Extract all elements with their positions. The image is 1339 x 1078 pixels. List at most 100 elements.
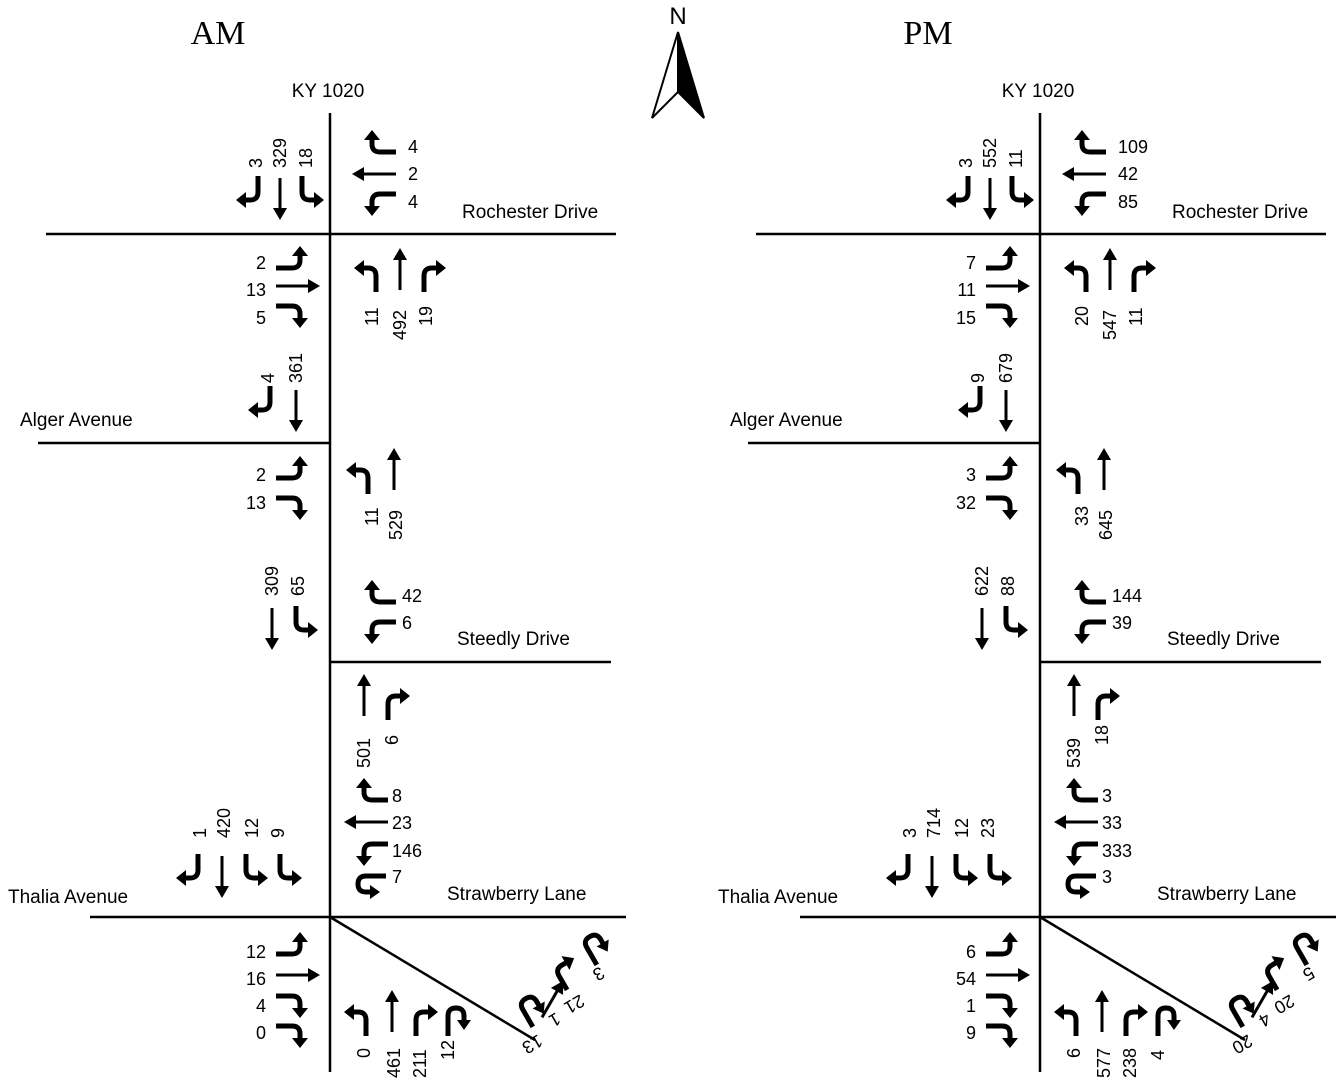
alger-sb-thru-arrow-icon bbox=[997, 388, 1015, 434]
thalia-eb-thru-arrow-icon bbox=[274, 966, 322, 984]
volume-thalia-nb-left: 6 bbox=[1064, 1048, 1084, 1058]
road-diagonal bbox=[1039, 915, 1246, 1042]
alger-nb-thru-arrow-icon bbox=[1095, 446, 1113, 492]
volume-steedly-sb-left: 65 bbox=[288, 576, 308, 596]
street-label-rochester: Rochester Drive bbox=[1172, 202, 1308, 223]
nb-right-arrow-icon bbox=[424, 260, 446, 292]
volume-thalia-eb-uturn: 9 bbox=[966, 1023, 976, 1043]
street-label-alger: Alger Avenue bbox=[730, 410, 843, 431]
volume-diag-a: 20 bbox=[1229, 1031, 1256, 1058]
volume-thalia-nb-thru: 577 bbox=[1094, 1048, 1114, 1078]
sb-thru-arrow-icon bbox=[981, 176, 999, 222]
street-label-ky1020: KY 1020 bbox=[1002, 81, 1075, 102]
sb-left-arrow-icon bbox=[1012, 176, 1034, 208]
diag-right-arrow-icon bbox=[1261, 951, 1296, 990]
steedly-sb-left-arrow-icon bbox=[296, 606, 318, 638]
volume-thalia-sb-uturn: 23 bbox=[978, 818, 998, 838]
alger-eb-left-arrow-icon bbox=[986, 456, 1018, 478]
thalia-nb-uturn-arrow-icon bbox=[1158, 1008, 1181, 1036]
volume-diag-b: 1 bbox=[545, 1009, 564, 1031]
volume-thalia-sb-right: 3 bbox=[900, 828, 920, 838]
volume-thalia-nb-thru: 461 bbox=[384, 1048, 404, 1078]
street-label-ky1020: KY 1020 bbox=[292, 81, 365, 102]
volume-thalia-wb-left: 146 bbox=[392, 841, 422, 861]
volume-sb-left: 18 bbox=[296, 148, 316, 168]
steedly-sb-thru-arrow-icon bbox=[973, 606, 991, 652]
north-label: N bbox=[669, 3, 686, 30]
volume-steedly-sb-thru: 622 bbox=[972, 566, 992, 596]
street-label-strawberry: Strawberry Lane bbox=[447, 884, 586, 905]
wb-left-arrow-icon bbox=[364, 194, 396, 216]
thalia-wb-left-arrow-icon bbox=[1066, 844, 1098, 866]
volume-thalia-nb-uturn: 4 bbox=[1148, 1050, 1168, 1060]
volume-thalia-eb-uturn: 0 bbox=[256, 1023, 266, 1043]
nb-right-arrow-icon bbox=[1134, 260, 1156, 292]
thalia-sb-left-arrow-icon bbox=[956, 854, 978, 886]
volume-steedly-wb-left: 39 bbox=[1112, 613, 1132, 633]
thalia-nb-left-arrow-icon bbox=[344, 1004, 366, 1036]
volume-wb-right: 4 bbox=[408, 137, 418, 157]
volume-sb-right: 3 bbox=[246, 158, 266, 168]
period-label: AM bbox=[191, 15, 246, 52]
thalia-nb-uturn-arrow-icon bbox=[448, 1008, 471, 1036]
volume-steedly-wb-right: 144 bbox=[1112, 586, 1142, 606]
sb-thru-arrow-icon bbox=[271, 176, 289, 222]
thalia-wb-uturn-arrow-icon bbox=[1068, 876, 1096, 899]
volume-thalia-nb-right: 211 bbox=[410, 1049, 430, 1078]
volume-sb-thru: 552 bbox=[980, 138, 1000, 168]
street-label-rochester: Rochester Drive bbox=[462, 202, 598, 223]
eb-thru-arrow-icon bbox=[984, 277, 1032, 295]
volume-thalia-wb-uturn: 7 bbox=[392, 867, 402, 887]
steedly-wb-left-arrow-icon bbox=[364, 622, 396, 644]
alger-sb-thru-arrow-icon bbox=[287, 388, 305, 434]
thalia-sb-thru-arrow-icon bbox=[923, 854, 941, 900]
volume-diag-c: 20 bbox=[1271, 991, 1298, 1018]
thalia-wb-left-arrow-icon bbox=[356, 844, 388, 866]
nb-left-arrow-icon bbox=[354, 260, 376, 292]
volume-upstream-nb-thru: 501 bbox=[354, 738, 374, 768]
thalia-wb-thru-arrow-icon bbox=[1052, 813, 1100, 831]
volume-thalia-eb-thru: 16 bbox=[246, 969, 266, 989]
nb-left-arrow-icon bbox=[1064, 260, 1086, 292]
volume-steedly-wb-left: 6 bbox=[402, 613, 412, 633]
wb-right-arrow-icon bbox=[364, 130, 396, 152]
wb-left-arrow-icon bbox=[1074, 194, 1106, 216]
volume-upstream-nb-right: 18 bbox=[1092, 725, 1112, 745]
volume-thalia-wb-right: 3 bbox=[1102, 786, 1112, 806]
thalia-sb-uturn-arrow-icon bbox=[280, 854, 302, 886]
volume-thalia-eb-left: 12 bbox=[246, 942, 266, 962]
volume-eb-right: 5 bbox=[256, 308, 266, 328]
diag-uturn2-arrow-icon bbox=[1293, 929, 1327, 965]
volume-thalia-sb-thru: 714 bbox=[924, 808, 944, 838]
thalia-eb-right-arrow-icon bbox=[276, 996, 308, 1018]
street-label-alger: Alger Avenue bbox=[20, 410, 133, 431]
thalia-nb-left-arrow-icon bbox=[1054, 1004, 1076, 1036]
nb-thru-arrow-icon bbox=[1101, 246, 1119, 292]
alger-sb-right-arrow-icon bbox=[248, 386, 270, 418]
volume-alger-eb-right: 32 bbox=[956, 493, 976, 513]
volume-diag-a: 13 bbox=[519, 1031, 546, 1058]
volume-upstream-nb-thru: 539 bbox=[1064, 738, 1084, 768]
volume-alger-sb-right: 4 bbox=[258, 373, 278, 383]
volume-steedly-sb-thru: 309 bbox=[262, 566, 282, 596]
volume-steedly-sb-left: 88 bbox=[998, 576, 1018, 596]
alger-nb-left-arrow-icon bbox=[346, 462, 368, 494]
volume-thalia-nb-uturn: 12 bbox=[438, 1040, 458, 1060]
street-label-strawberry: Strawberry Lane bbox=[1157, 884, 1296, 905]
volume-nb-thru: 547 bbox=[1100, 310, 1120, 340]
thalia-nb-right-arrow-icon bbox=[388, 688, 410, 720]
wb-thru-arrow-icon bbox=[350, 165, 398, 183]
steedly-wb-left-arrow-icon bbox=[1074, 622, 1106, 644]
nb-thru-arrow-icon bbox=[391, 246, 409, 292]
volume-thalia-eb-left: 6 bbox=[966, 942, 976, 962]
eb-left-arrow-icon bbox=[276, 246, 308, 268]
volume-nb-thru: 492 bbox=[390, 310, 410, 340]
volume-diag-b: 4 bbox=[1255, 1009, 1274, 1031]
street-label-thalia: Thalia Avenue bbox=[718, 887, 838, 908]
volume-thalia-eb-right: 1 bbox=[966, 996, 976, 1016]
thalia-nb-thru-arrow-icon bbox=[1065, 672, 1083, 718]
thalia-wb-thru-arrow-icon bbox=[342, 813, 390, 831]
wb-right-arrow-icon bbox=[1074, 130, 1106, 152]
thalia-eb-thru-arrow-icon bbox=[984, 966, 1032, 984]
